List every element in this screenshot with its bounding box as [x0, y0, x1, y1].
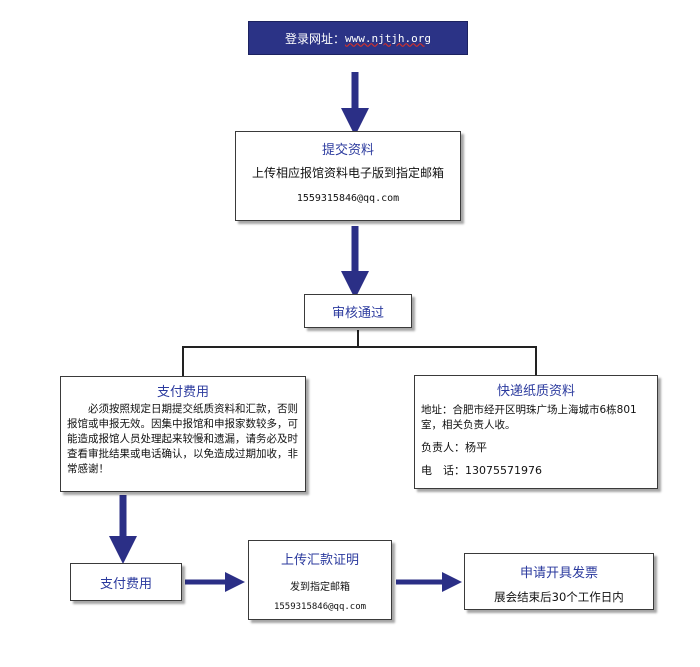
submit-title: 提交资料 — [321, 143, 374, 158]
express-title: 快递纸质资料 — [496, 384, 575, 399]
login-url-link[interactable]: www.njtjh.org — [344, 31, 432, 45]
payment-notice-body: 必须按照规定日期提交纸质资料和汇款，否则报馆或申报无效。因集中报馆和申报家数较多… — [67, 403, 298, 475]
pay-step-box: 支付费用 — [70, 563, 182, 601]
login-box: 登录网址： www.njtjh.org — [248, 21, 468, 55]
invoice-step-box: 申请开具发票 展会结束后30个工作日内 — [464, 553, 654, 610]
upload-instruction: 发到指定邮箱 — [290, 582, 350, 593]
upload-email: 1559315846@qq.com — [273, 602, 367, 612]
express-address: 地址：合肥市经开区明珠广场上海城市6栋801室，相关负责人收。 — [421, 404, 637, 431]
upload-title: 上传汇款证明 — [280, 553, 359, 568]
upload-step-box: 上传汇款证明 发到指定邮箱 1559315846@qq.com — [248, 540, 392, 620]
submit-email: 1559315846@qq.com — [296, 193, 400, 204]
invoice-instruction: 展会结束后30个工作日内 — [494, 590, 624, 604]
express-step-box: 快递纸质资料 地址：合肥市经开区明珠广场上海城市6栋801室，相关负责人收。 负… — [414, 375, 658, 489]
express-phone: 电 话：13075571976 — [421, 464, 542, 477]
payment-notice-title: 支付费用 — [156, 385, 209, 400]
invoice-title: 申请开具发票 — [519, 566, 598, 581]
pay-step-title: 支付费用 — [99, 576, 152, 592]
submit-instruction: 上传相应报馆资料电子版到指定邮箱 — [251, 166, 444, 180]
submit-step-box: 提交资料 上传相应报馆资料电子版到指定邮箱 1559315846@qq.com — [235, 131, 461, 221]
express-contact: 负责人：杨平 — [421, 441, 487, 454]
review-title: 审核通过 — [331, 305, 384, 321]
payment-notice-box: 支付费用 必须按照规定日期提交纸质资料和汇款，否则报馆或申报无效。因集中报馆和申… — [60, 376, 306, 492]
review-step-box: 审核通过 — [304, 294, 412, 328]
login-label: 登录网址： — [284, 31, 345, 46]
